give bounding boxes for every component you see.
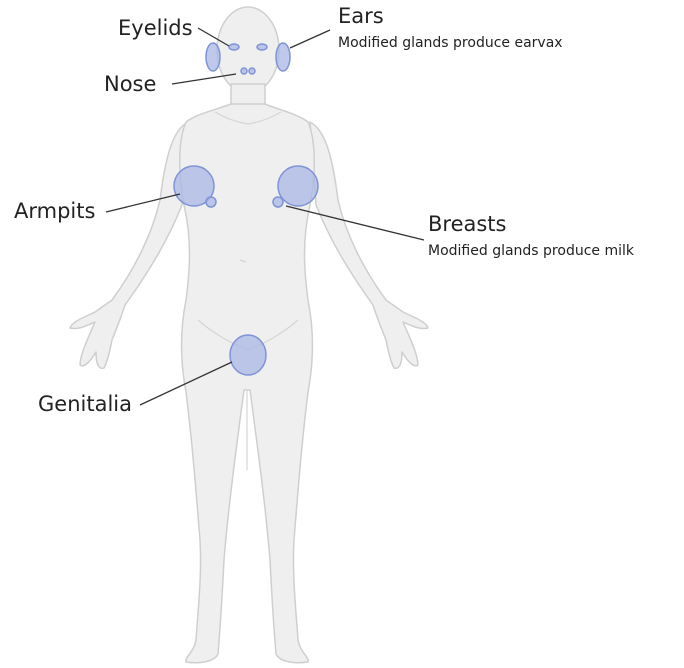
right-ear-gland xyxy=(276,43,290,71)
right-breast-gland xyxy=(278,166,318,206)
head xyxy=(217,7,279,93)
right-armpit-small-gland xyxy=(273,197,283,207)
left-arm xyxy=(70,122,188,368)
armpits-label: Armpits xyxy=(14,199,95,223)
left-ear-gland xyxy=(206,43,220,71)
right-arm xyxy=(310,122,428,368)
eyelids-label: Eyelids xyxy=(118,16,193,40)
ears-note: Modified glands produce earvax xyxy=(338,35,563,51)
genitalia-gland xyxy=(230,335,266,375)
ears-leader-line xyxy=(290,30,330,48)
ears-label: Ears xyxy=(338,4,384,28)
right-eyelid-gland xyxy=(257,44,267,50)
neck xyxy=(231,84,265,106)
breasts-label: Breasts xyxy=(428,212,506,236)
breasts-note: Modified glands produce milk xyxy=(428,243,634,259)
left-breast-small-gland xyxy=(206,197,216,207)
nose-label: Nose xyxy=(104,72,156,96)
right-nose-gland xyxy=(249,68,255,74)
left-nose-gland xyxy=(241,68,247,74)
left-eyelid-gland xyxy=(229,44,239,50)
genitalia-label: Genitalia xyxy=(38,392,132,416)
